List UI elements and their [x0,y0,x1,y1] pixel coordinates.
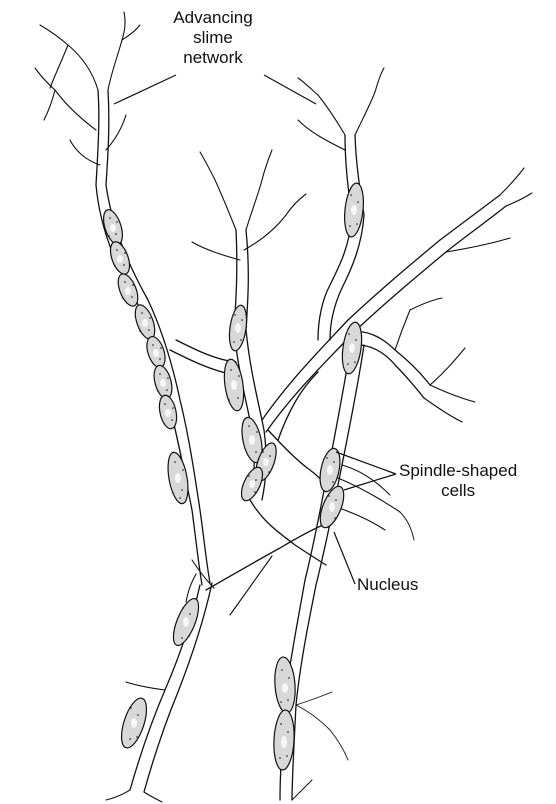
leader-advancing-left [114,75,176,104]
spindle-cell [272,710,295,771]
spindle-cell [143,334,168,369]
spindle-cell [273,656,297,713]
label-line: Advancing [158,8,268,28]
label-line: Spindle-shaped [399,461,517,481]
spindle-cell [116,695,151,751]
spindle-cell [107,239,134,276]
leader-advancing-right [264,75,316,104]
spindle-cell [227,304,249,352]
leader-spindle-1 [336,452,396,474]
label-line: cells [399,481,517,501]
spindle-cell [221,358,246,412]
leader-spindle-2 [344,474,396,490]
spindle-cell [168,595,203,648]
spindle-cell [151,364,175,401]
spindle-cell [131,302,158,341]
spindle-cell [157,394,180,431]
spindle-cell [165,451,192,505]
label-spindle-shaped-cells: Spindle-shaped cells [399,461,517,501]
label-nucleus: Nucleus [357,575,418,595]
spindle-cells [100,182,366,770]
label-advancing-slime-network: Advancing slime network [158,8,268,68]
label-line: network [158,48,268,68]
leader-nucleus [334,532,355,584]
label-line: slime [158,28,268,48]
